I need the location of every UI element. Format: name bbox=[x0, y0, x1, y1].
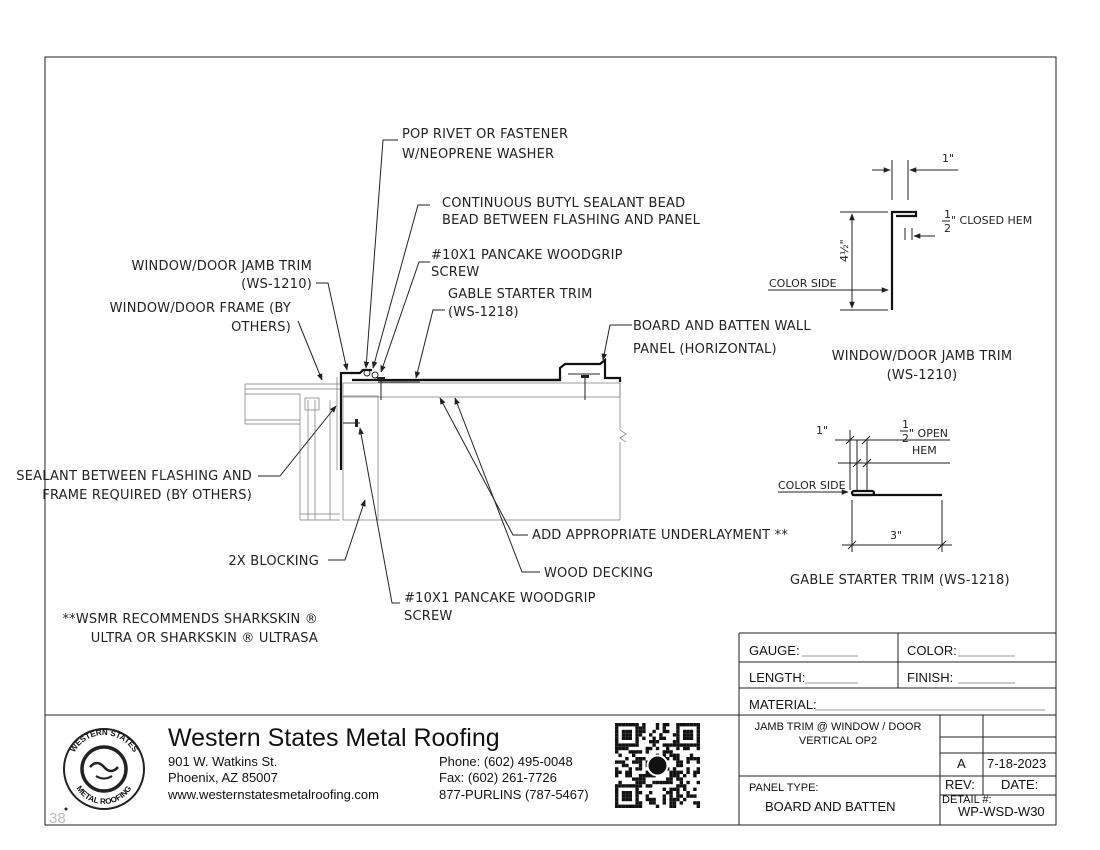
company-website: www.westernstatesmetalroofing.com bbox=[167, 787, 379, 802]
toll-free-number: 877-PURLINS (787-5467) bbox=[439, 787, 589, 802]
panel-type-value: BOARD AND BATTEN bbox=[765, 799, 896, 814]
jamb-color-side: COLOR SIDE bbox=[769, 277, 837, 290]
jamb-detail-title: WINDOW/DOOR JAMB TRIM(WS-1210) bbox=[832, 349, 1013, 383]
color-label: COLOR: bbox=[907, 643, 957, 658]
sheet-border bbox=[44, 56, 1057, 826]
address-street: 901 W. Watkins St. bbox=[168, 754, 277, 769]
jamb-trim-detail: 1" 4½" 1 2 " CLOSED HEM COLOR SIDE WINDO… bbox=[768, 152, 1032, 383]
date-value: 7-18-2023 bbox=[987, 756, 1046, 771]
label-wood-decking: WOOD DECKING bbox=[544, 566, 653, 581]
label-blocking: 2X BLOCKING bbox=[228, 554, 319, 569]
gable-detail-title: GABLE STARTER TRIM (WS-1218) bbox=[790, 573, 1010, 588]
detail-number-value: WP-WSD-W30 bbox=[958, 804, 1045, 819]
screws bbox=[343, 369, 589, 427]
window-frame bbox=[244, 383, 340, 521]
jamb-dim-height: 4½" bbox=[838, 239, 851, 262]
gable-dim-bottom: 3" bbox=[890, 529, 902, 542]
label-gable-trim: GABLE STARTER TRIM(WS-1218) bbox=[448, 287, 593, 320]
leader-lines bbox=[258, 139, 632, 604]
gable-color-side: COLOR SIDE bbox=[778, 479, 846, 492]
note-sharkskin: **WSMR RECOMMENDS SHARKSKIN ®ULTRA OR SH… bbox=[62, 612, 318, 646]
date-label: DATE: bbox=[1001, 777, 1038, 792]
rev-label: REV: bbox=[945, 777, 975, 792]
address-city: Phoenix, AZ 85007 bbox=[168, 770, 278, 785]
revision-value: A bbox=[957, 756, 966, 771]
fax-number: Fax: (602) 261-7726 bbox=[439, 770, 557, 785]
gable-hem-num: 1 bbox=[902, 418, 909, 431]
label-jamb-trim: WINDOW/DOOR JAMB TRIM(WS-1210) bbox=[131, 259, 312, 292]
title-block: GAUGE: COLOR: LENGTH: FINISH: MATERIAL: … bbox=[45, 632, 1056, 827]
detail-number-label: DETAIL #: bbox=[942, 794, 992, 806]
jamb-hem-den: 2 bbox=[944, 222, 951, 235]
gable-hem-den: 2 bbox=[902, 432, 909, 445]
gauge-label: GAUGE: bbox=[749, 643, 800, 658]
page-number: 38 bbox=[49, 810, 66, 827]
wood-decking bbox=[342, 382, 627, 520]
company-name: Western States Metal Roofing bbox=[168, 724, 500, 752]
jamb-hem-num: 1 bbox=[944, 208, 951, 221]
jamb-dim-top: 1" bbox=[942, 152, 954, 165]
finish-label: FINISH: bbox=[907, 670, 953, 685]
material-label: MATERIAL: bbox=[749, 697, 817, 712]
label-underlayment: ADD APPROPRIATE UNDERLAYMENT ** bbox=[532, 528, 788, 543]
length-label: LENGTH: bbox=[749, 670, 805, 685]
qr-code bbox=[615, 723, 700, 808]
phone-number: Phone: (602) 495-0048 bbox=[439, 754, 573, 769]
board-batten-panel bbox=[420, 357, 622, 382]
gable-dim-left: 1" bbox=[816, 424, 828, 437]
jamb-trim-profile bbox=[336, 368, 372, 470]
company-logo: WESTERN STATES METAL ROOFING bbox=[63, 728, 145, 811]
blocking bbox=[342, 395, 620, 521]
panel-type-label: PANEL TYPE: bbox=[749, 782, 819, 794]
jamb-hem-label: " CLOSED HEM bbox=[951, 214, 1032, 227]
